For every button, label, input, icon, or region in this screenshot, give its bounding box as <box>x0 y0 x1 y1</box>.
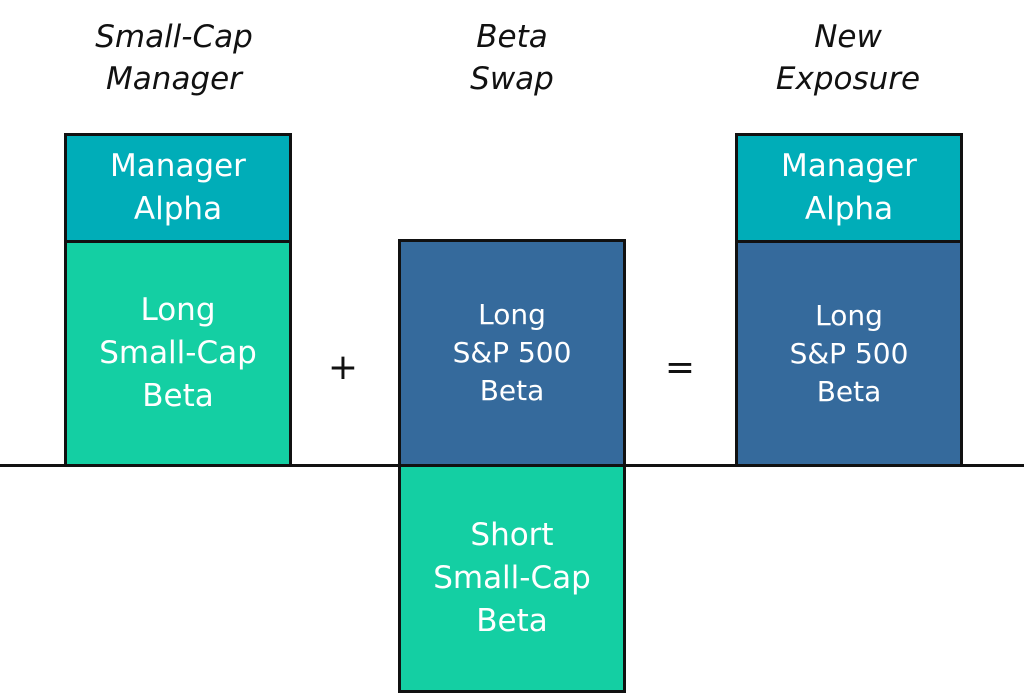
title-line: Beta <box>476 19 548 55</box>
block-label: Small-Cap <box>433 560 591 596</box>
block-label: Manager <box>110 148 246 184</box>
long-sp500-beta-block: Long S&P 500 Beta <box>398 239 626 467</box>
block-label: Beta <box>816 374 882 408</box>
beta-swap-title: Beta Swap <box>382 16 642 100</box>
block-label: Alpha <box>804 191 894 227</box>
block-label: Manager <box>781 148 917 184</box>
title-line: Swap <box>470 61 554 97</box>
new-exposure-title: New Exposure <box>718 16 978 100</box>
title-line: Exposure <box>775 61 921 97</box>
block-label: Alpha <box>133 191 223 227</box>
block-label: Small-Cap <box>99 335 257 371</box>
block-label: Beta <box>479 374 545 407</box>
block-label: Beta <box>476 603 548 639</box>
title-line: Manager <box>106 61 242 97</box>
new-exposure-long-sp500-beta-block: Long S&P 500 Beta <box>735 240 963 467</box>
title-line: New <box>814 19 882 55</box>
block-label: S&P 500 <box>789 336 909 370</box>
block-label: Short <box>470 517 554 553</box>
equals-sign: = <box>664 347 696 388</box>
manager-alpha-block: Manager Alpha <box>64 133 292 243</box>
long-small-cap-beta-block: Long Small-Cap Beta <box>64 240 292 467</box>
block-label: Long <box>815 298 883 332</box>
zero-baseline <box>0 464 1024 467</box>
block-label: Beta <box>142 378 214 414</box>
plus-sign: + <box>327 347 359 388</box>
title-line: Small-Cap <box>95 19 253 55</box>
new-exposure-manager-alpha-block: Manager Alpha <box>735 133 963 243</box>
short-small-cap-beta-block: Short Small-Cap Beta <box>398 464 626 693</box>
block-label: Long <box>140 292 216 328</box>
block-label: Long <box>478 298 546 331</box>
block-label: S&P 500 <box>452 336 572 369</box>
small-cap-manager-title: Small-Cap Manager <box>44 16 304 100</box>
